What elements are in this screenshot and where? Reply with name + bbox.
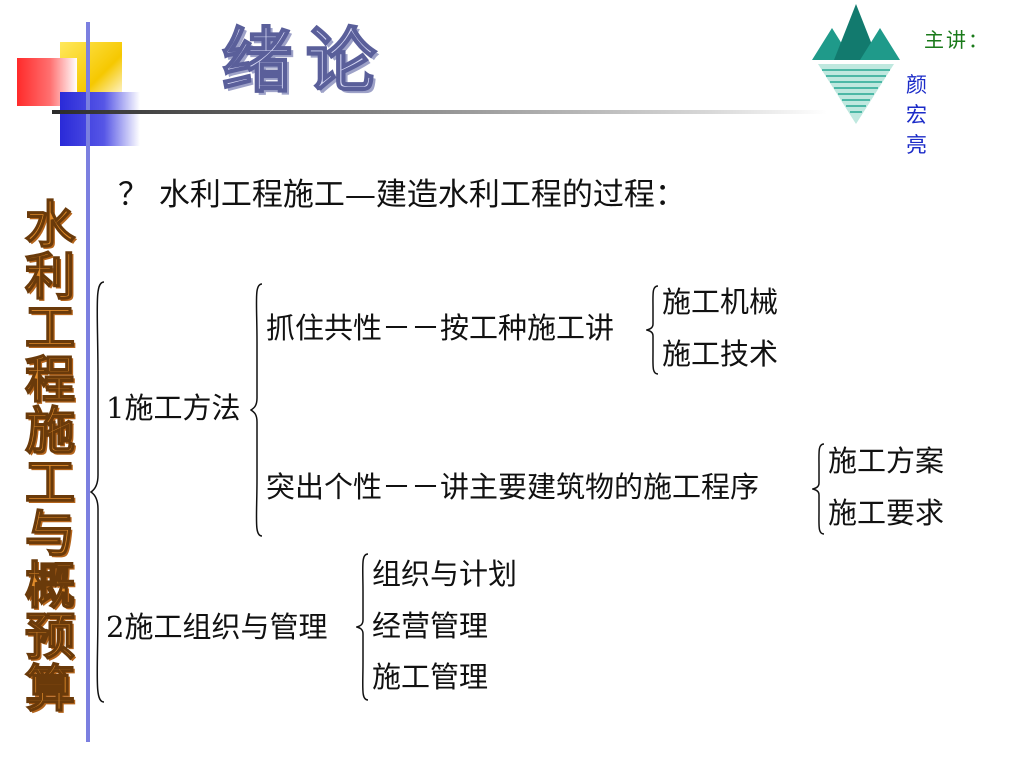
individual-brace — [812, 443, 825, 535]
organization-item: 组织与计划 — [372, 557, 518, 591]
individual-label: 突出个性－－讲主要建筑物的施工程序 — [266, 470, 760, 504]
lecturer-label: 主讲： — [924, 28, 990, 52]
side-title: 水利工程施工与概预算 — [24, 196, 76, 718]
method-brace — [250, 283, 263, 537]
intro-line: ？ 水利工程施工—建造水利工程的过程： — [118, 177, 686, 213]
mountain-logo-icon — [812, 4, 900, 124]
common-brace — [646, 285, 659, 375]
outer-brace — [90, 281, 105, 703]
common-item: 施工机械 — [662, 285, 779, 319]
organization-item: 施工管理 — [372, 660, 489, 694]
individual-item: 施工要求 — [828, 496, 945, 530]
common-label: 抓住共性－－按工种施工讲 — [266, 311, 615, 345]
lecturer-name: 颜 宏 亮 — [906, 73, 939, 157]
organization-label: 2施工组织与管理 — [106, 610, 328, 644]
decor-vertical-line — [86, 22, 90, 742]
individual-item: 施工方案 — [828, 444, 945, 478]
method-label: 1施工方法 — [106, 391, 241, 425]
slide-title: 绪论 — [221, 20, 390, 102]
organization-item: 经营管理 — [372, 609, 489, 643]
decor-blue-square — [60, 92, 140, 146]
organization-brace — [356, 553, 369, 701]
decor-horizontal-line — [52, 110, 827, 114]
common-item: 施工技术 — [662, 337, 779, 371]
